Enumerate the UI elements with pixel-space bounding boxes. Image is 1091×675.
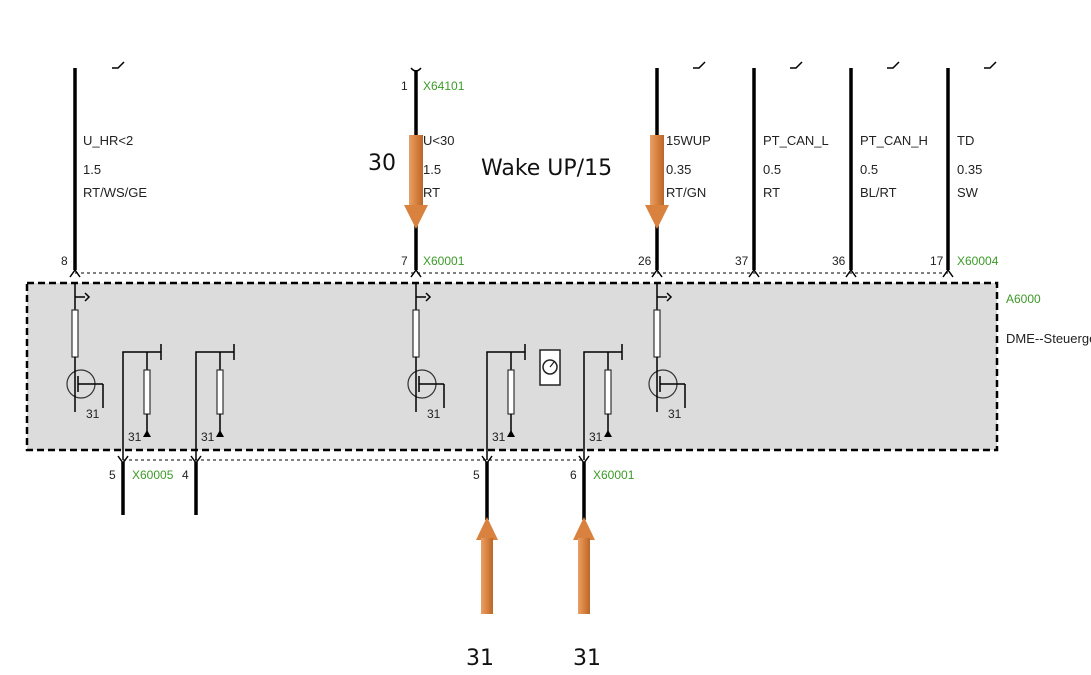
annotation-wake: Wake UP/15 xyxy=(481,156,612,181)
top-pin-1: 1 xyxy=(401,79,408,93)
label-section-2: 0.35 xyxy=(666,162,691,177)
label-section-5: 0.35 xyxy=(957,162,982,177)
ground-label-tr-2: 31 xyxy=(668,407,682,421)
top-wire-labels: U_HR<2 1.5 RT/WS/GE 8 1 X64101 U<30 1.5 … xyxy=(61,79,999,268)
connector-1: X60001 xyxy=(423,254,465,268)
annotation-31-left: 31 xyxy=(466,646,494,671)
transistor-circuit-0 xyxy=(66,283,104,412)
arrow-31-right-shaft xyxy=(578,538,590,614)
ground-label-pu-3: 31 xyxy=(589,430,603,444)
label-section-1: 1.5 xyxy=(423,162,441,177)
transistor-circuit-2 xyxy=(648,283,686,412)
label-signal-3: PT_CAN_L xyxy=(763,133,829,148)
bottom-connector-0: X60005 xyxy=(132,468,174,482)
label-color-4: BL/RT xyxy=(860,185,897,200)
pin-3: 37 xyxy=(735,254,749,268)
ground-label-pu-2: 31 xyxy=(492,430,506,444)
ground-label-tr-0: 31 xyxy=(86,407,100,421)
bottom-wires xyxy=(121,462,586,520)
module-symbol-icon xyxy=(539,349,561,386)
label-color-3: RT xyxy=(763,185,780,200)
pullup-circuit-2 xyxy=(486,344,526,460)
bottom-pin-0: 5 xyxy=(109,468,116,482)
pullup-circuit-3 xyxy=(583,344,623,460)
module-name: DME--Steuergerät xyxy=(1006,331,1091,346)
ground-label-pu-0: 31 xyxy=(128,430,142,444)
label-color-1: RT xyxy=(423,185,440,200)
label-section-0: 1.5 xyxy=(83,162,101,177)
pin-4: 36 xyxy=(832,254,846,268)
transistor-circuit-1 xyxy=(407,283,445,412)
arrow-wake-shaft xyxy=(650,135,664,207)
power-arrows xyxy=(404,135,669,614)
annotation-31-right: 31 xyxy=(573,646,601,671)
label-signal-4: PT_CAN_H xyxy=(860,133,928,148)
ground-label-pu-1: 31 xyxy=(201,430,215,444)
bottom-connector-3: X60001 xyxy=(593,468,635,482)
arrow-30-shaft xyxy=(409,135,423,207)
annotation-30: 30 xyxy=(368,151,396,176)
arrow-31-left-head xyxy=(476,517,498,540)
pin-0: 8 xyxy=(61,254,68,268)
arrow-30-head xyxy=(404,205,428,229)
label-signal-2: 15WUP xyxy=(666,133,711,148)
arrow-31-left-shaft xyxy=(481,538,493,614)
module-id: A6000 xyxy=(1006,292,1041,306)
bottom-pin-2: 5 xyxy=(473,468,480,482)
pullup-circuit-0 xyxy=(122,344,162,460)
pin-1: 7 xyxy=(401,254,408,268)
pin-5: 17 xyxy=(930,254,944,268)
pin-2: 26 xyxy=(638,254,652,268)
connector-5: X60004 xyxy=(957,254,999,268)
label-section-4: 0.5 xyxy=(860,162,878,177)
label-color-5: SW xyxy=(957,185,979,200)
label-signal-5: TD xyxy=(957,133,974,148)
label-section-3: 0.5 xyxy=(763,162,781,177)
top-connector-1: X64101 xyxy=(423,79,465,93)
pullup-circuit-1 xyxy=(195,344,235,460)
pin-chevrons-top xyxy=(69,268,954,278)
label-color-2: RT/GN xyxy=(666,185,706,200)
ground-label-tr-1: 31 xyxy=(427,407,441,421)
bottom-pin-1: 4 xyxy=(182,468,189,482)
label-color-0: RT/WS/GE xyxy=(83,185,147,200)
bottom-pin-3: 6 xyxy=(570,468,577,482)
arrow-wake-head xyxy=(645,205,669,229)
arrow-31-right-head xyxy=(573,517,595,540)
label-signal-1: U<30 xyxy=(423,133,454,148)
label-signal-0: U_HR<2 xyxy=(83,133,133,148)
module-box xyxy=(25,281,999,452)
